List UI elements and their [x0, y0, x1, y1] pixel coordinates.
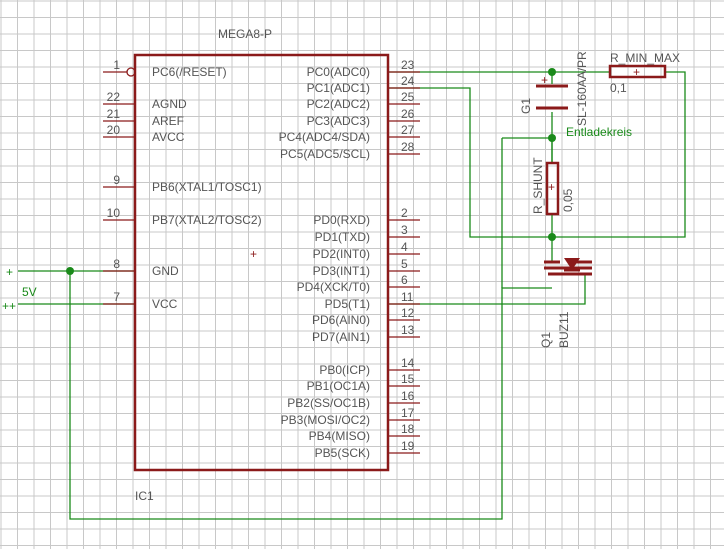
junction-dot	[548, 233, 556, 241]
ic-right-pins: 23PC0(ADC0)24PC1(ADC1)25PC2(ADC2)26PC3(A…	[279, 58, 420, 460]
ic-pin-number: 7	[113, 290, 120, 304]
ic-pin-number: 10	[107, 206, 121, 220]
ic-pin-number: 3	[401, 223, 408, 237]
r-min-max-plus: +	[633, 65, 640, 79]
ic-pin-name: PC0(ADC0)	[307, 65, 370, 79]
supply-label: 5V	[22, 285, 37, 299]
r-shunt-name: R_SHUNT	[531, 157, 545, 214]
ic-pin-number: 14	[401, 356, 415, 370]
ic-pin-number: 24	[401, 74, 415, 88]
q1-diode-arrow	[564, 258, 580, 270]
ic-pin-number: 19	[401, 439, 415, 453]
ic-pin-number: 12	[401, 306, 415, 320]
q1-name: Q1	[539, 332, 553, 348]
ic-pin-name: AREF	[152, 114, 184, 128]
ic-pin-number: 26	[401, 107, 415, 121]
ic-pin-name: PD4(XCK/T0)	[297, 280, 370, 294]
wire-pc1	[388, 71, 686, 238]
resistor-r-shunt: + R_SHUNT 0,05	[531, 157, 575, 216]
ic-pin-name: PD0(RXD)	[313, 213, 370, 227]
r-shunt-body	[545, 161, 560, 216]
ic-pin-name: PD2(INT0)	[313, 247, 370, 261]
supply-5v: + 5V ++	[2, 265, 37, 313]
net-label-entladekreis: Entladekreis	[566, 125, 632, 139]
ic-pin-name: PC3(ADC3)	[307, 114, 370, 128]
r-min-max-value: 0,1	[610, 81, 627, 95]
ic-pin-number: 5	[401, 257, 408, 271]
transistor-q1: Q1 BUZ11	[539, 258, 592, 348]
ic-pin-number: 8	[113, 257, 120, 271]
battery-value: SL-160AA/PR	[575, 51, 589, 126]
ic-pin-name: PB3(MOSI/OC2)	[281, 413, 370, 427]
ic-pin-name: PC1(ADC1)	[307, 81, 370, 95]
ic-pin-number: 11	[401, 290, 414, 304]
ic-pin-name: PB4(MISO)	[309, 429, 370, 443]
ic-part-label: MEGA8-P	[218, 27, 272, 41]
resistor-r-min-max: + R_MIN_MAX 0,1	[608, 51, 680, 95]
ic-pin-name: AVCC	[152, 130, 185, 144]
ic-pin-number: 4	[401, 240, 408, 254]
junction-dot	[66, 267, 74, 275]
ic-pin-number: 16	[401, 389, 415, 403]
ic-pin-name: AGND	[152, 97, 187, 111]
ic-pin-number: 6	[401, 273, 408, 287]
ic-pin-name: PB1(OC1A)	[307, 379, 370, 393]
ic-pin-number: 17	[401, 406, 415, 420]
ic-pin-name: PD3(INT1)	[313, 264, 370, 278]
ic-pin-number: 13	[401, 323, 415, 337]
ic-name-label: IC1	[135, 489, 154, 503]
ic-pin-name: PB7(XTAL2/TOSC2)	[152, 213, 262, 227]
ic-pin-number: 20	[107, 123, 121, 137]
ic-pin-name: PD5(T1)	[325, 297, 370, 311]
ic-pin-name: PD7(AIN1)	[312, 330, 370, 344]
ic-pin-number: 25	[401, 90, 415, 104]
ic-pin-number: 28	[401, 140, 415, 154]
supply-double-plus-mark: ++	[2, 299, 16, 313]
r-min-max-body	[608, 64, 667, 79]
junction-dot	[548, 68, 556, 76]
battery-name: G1	[519, 98, 533, 114]
ic-pin-inversion-circle	[126, 67, 136, 77]
r-shunt-plus: +	[548, 180, 555, 194]
junctions	[66, 68, 556, 275]
battery-g1: + G1 SL-160AA/PR	[519, 51, 589, 126]
ic-pin-number: 1	[113, 58, 120, 72]
battery-plus-mark: +	[541, 73, 548, 87]
ic-pin-number: 23	[401, 58, 415, 72]
ic-pin-name: PB0(ICP)	[319, 363, 370, 377]
ic-pin-number: 21	[107, 107, 121, 121]
r-min-max-name: R_MIN_MAX	[610, 51, 680, 65]
supply-plus-mark: +	[6, 265, 13, 279]
ic-origin-cross: +	[250, 247, 257, 261]
ic-pin-name: GND	[152, 264, 179, 278]
ic-pin-name: PD6(AIN0)	[312, 313, 370, 327]
ic-pin-name: PB2(SS/OC1B)	[287, 396, 370, 410]
wire-pd5	[388, 274, 586, 305]
ic-pin-number: 22	[107, 90, 121, 104]
ic-body	[133, 53, 390, 472]
ic-pin-number: 15	[401, 372, 415, 386]
r-shunt-value: 0,05	[561, 188, 575, 212]
ic-pin-name: PC2(ADC2)	[307, 97, 370, 111]
ic-pin-name: PD1(TXD)	[315, 230, 370, 244]
ic-pin-number: 27	[401, 123, 415, 137]
q1-value: BUZ11	[557, 311, 571, 348]
ic-pin-name: PC6(/RESET)	[152, 65, 227, 79]
junction-dot	[548, 134, 556, 142]
ic-pin-name: VCC	[152, 297, 178, 311]
wire-gnd-return	[69, 271, 552, 520]
ic-pin-number: 18	[401, 422, 415, 436]
ic-pin-name: PC4(ADC4/SDA)	[279, 130, 370, 144]
ic-pin-name: PC5(ADC5/SCL)	[280, 147, 370, 161]
ic-pin-number: 9	[113, 173, 120, 187]
ic-pin-number: 2	[401, 206, 408, 220]
ic-pin-name: PB6(XTAL1/TOSC1)	[152, 180, 262, 194]
ic-pin-name: PB5(SCK)	[315, 446, 370, 460]
